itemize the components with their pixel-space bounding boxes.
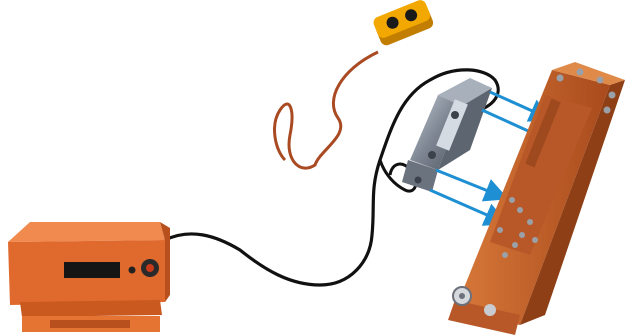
- control-box-indicator: [129, 267, 136, 274]
- blue-arrow-3: [436, 170, 503, 197]
- orange-cable: [275, 52, 378, 168]
- blue-arrow-4: [430, 190, 503, 222]
- control-box-display: [64, 262, 120, 278]
- pendant-controller: [372, 0, 435, 47]
- control-box-knob: [141, 259, 159, 277]
- control-box: [8, 222, 170, 332]
